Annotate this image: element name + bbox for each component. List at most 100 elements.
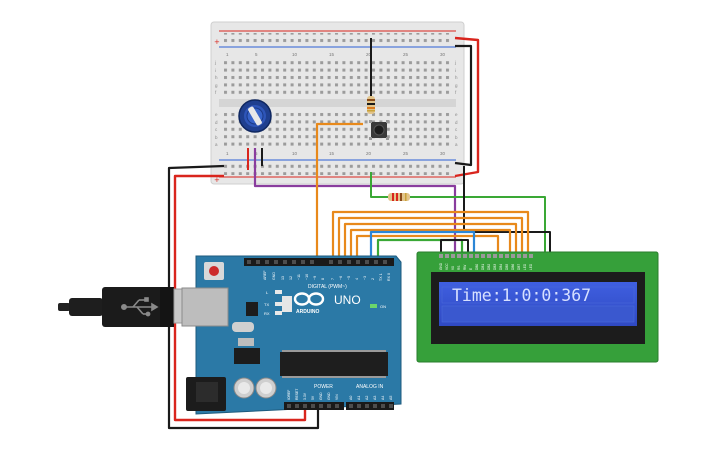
digital-header-label: DIGITAL (PWM~) bbox=[308, 284, 347, 290]
green-wire-rs bbox=[376, 238, 464, 258]
pin-label: ~10 bbox=[305, 274, 309, 280]
row-letter: j bbox=[214, 60, 216, 65]
pin-label: RESET bbox=[295, 389, 299, 400]
pin-label: A5 bbox=[389, 396, 393, 400]
bottom-power-rail bbox=[219, 159, 456, 178]
analog-pin-labels: A0 A1 A2 A3 A4 A5 bbox=[349, 396, 393, 400]
pin-label: VIN bbox=[335, 394, 339, 400]
pin-label: ~6 bbox=[339, 276, 343, 280]
column-number: 25 bbox=[403, 151, 409, 156]
lcd-16x2: GND VCC V0 RS RW E DB0 DB1 DB2 DB3 DB4 D… bbox=[416, 251, 659, 363]
orange-wire-button bbox=[315, 122, 363, 258]
row-letter: g bbox=[455, 83, 458, 88]
pin-label: 4 bbox=[355, 278, 359, 280]
pin-label: GND bbox=[319, 392, 323, 400]
analog-header bbox=[346, 402, 394, 410]
usb-cable bbox=[58, 287, 201, 327]
column-number: 5 bbox=[255, 52, 258, 57]
lcd-display-text: Time:1:0:0:367 bbox=[452, 286, 591, 305]
pin-label: V0 bbox=[451, 266, 455, 270]
analog-header-label: ANALOG IN bbox=[356, 384, 384, 390]
backlight-resistor bbox=[388, 193, 410, 201]
pin-label: A3 bbox=[373, 396, 377, 400]
breadboard-column-numbers-top: 1 5 10 15 20 25 30 bbox=[226, 52, 446, 57]
pin-label: 5V bbox=[311, 395, 315, 400]
column-number: 20 bbox=[366, 151, 372, 156]
power-pin-labels: IOREF RESET 3.3V 5V GND GND VIN bbox=[287, 389, 339, 400]
plus-marker: + bbox=[214, 38, 220, 46]
pin-label: ~9 bbox=[313, 276, 317, 280]
column-number: 15 bbox=[329, 52, 335, 57]
potentiometer[interactable] bbox=[238, 99, 272, 133]
row-letter: h bbox=[455, 75, 458, 80]
digital-header-pins bbox=[247, 260, 387, 264]
black-wire-rw bbox=[440, 239, 469, 258]
lcd-pin-header bbox=[439, 254, 533, 258]
pin-label: GND bbox=[327, 392, 331, 400]
black-wire-led-minus bbox=[463, 166, 551, 258]
plus-marker: + bbox=[214, 176, 220, 184]
orange-wire-db5 bbox=[343, 222, 518, 258]
arduino-uno: AREF GND 13 12 ~11 ~10 ~9 8 7 ~6 ~5 4 ~3… bbox=[181, 255, 402, 415]
center-channel bbox=[219, 99, 456, 107]
pin-label: GND bbox=[272, 272, 276, 280]
row-letter: a bbox=[215, 142, 218, 147]
pin-label: 3.3V bbox=[303, 392, 307, 400]
pin-label: DB4 bbox=[499, 264, 503, 270]
lcd-character-cells bbox=[441, 286, 635, 323]
pin-label: LED bbox=[529, 263, 533, 270]
column-number: 25 bbox=[403, 52, 409, 57]
power-header-label: POWER bbox=[314, 384, 333, 390]
wires bbox=[167, 36, 551, 430]
green-wire-led bbox=[410, 196, 546, 258]
column-number: 30 bbox=[440, 52, 446, 57]
pin-label: DB6 bbox=[511, 264, 515, 270]
pin-label: A4 bbox=[381, 396, 385, 400]
row-letter: c bbox=[215, 127, 218, 132]
row-letter: i bbox=[455, 68, 456, 73]
pin-label: IOREF bbox=[287, 390, 291, 400]
row-letter: i bbox=[215, 68, 216, 73]
pin-label: 12 bbox=[289, 276, 293, 280]
push-button[interactable] bbox=[369, 120, 389, 140]
on-led-label: ON bbox=[380, 304, 386, 309]
reset-button-cap[interactable] bbox=[209, 266, 219, 276]
blue-wire-enable bbox=[369, 230, 476, 258]
row-letter: d bbox=[455, 120, 458, 125]
pin-label: DB7 bbox=[517, 264, 521, 270]
row-letters-bottom: e d c b a e d c b a bbox=[215, 112, 458, 147]
pin-label: DB1 bbox=[481, 264, 485, 270]
column-number: 10 bbox=[292, 151, 298, 156]
orange-wire-db6 bbox=[337, 216, 524, 258]
row-letter: c bbox=[455, 127, 458, 132]
column-number: 20 bbox=[366, 52, 372, 57]
pulldown-resistor bbox=[367, 96, 375, 114]
usb-icon bbox=[121, 297, 159, 317]
pin-label: LED bbox=[523, 263, 527, 270]
row-letter: b bbox=[215, 135, 218, 140]
led-tx-label: TX bbox=[264, 302, 269, 307]
black-wire bbox=[454, 44, 473, 167]
top-power-rail bbox=[219, 30, 456, 48]
row-letter: e bbox=[215, 112, 218, 117]
pin-label: 2 bbox=[371, 278, 375, 280]
pin-label: AREF bbox=[263, 270, 267, 280]
row-letter: e bbox=[455, 112, 458, 117]
arduino-model-label: UNO bbox=[334, 293, 361, 307]
pin-label: DB2 bbox=[487, 264, 491, 270]
column-number: 30 bbox=[440, 151, 446, 156]
column-number: 10 bbox=[292, 52, 298, 57]
green-wire bbox=[370, 172, 388, 198]
pin-label: ~11 bbox=[297, 274, 301, 280]
pin-label: A2 bbox=[365, 396, 369, 400]
pin-label: E bbox=[469, 268, 473, 270]
analog-header-pins bbox=[349, 404, 393, 408]
pin-label: DB3 bbox=[493, 264, 497, 270]
purple-wire-v0 bbox=[253, 148, 457, 258]
pin-label: ~5 bbox=[347, 276, 351, 280]
red-wire bbox=[454, 36, 480, 178]
atmega-chip bbox=[280, 352, 388, 376]
pin-label: 8 bbox=[321, 278, 325, 280]
column-number: 1 bbox=[226, 52, 229, 57]
